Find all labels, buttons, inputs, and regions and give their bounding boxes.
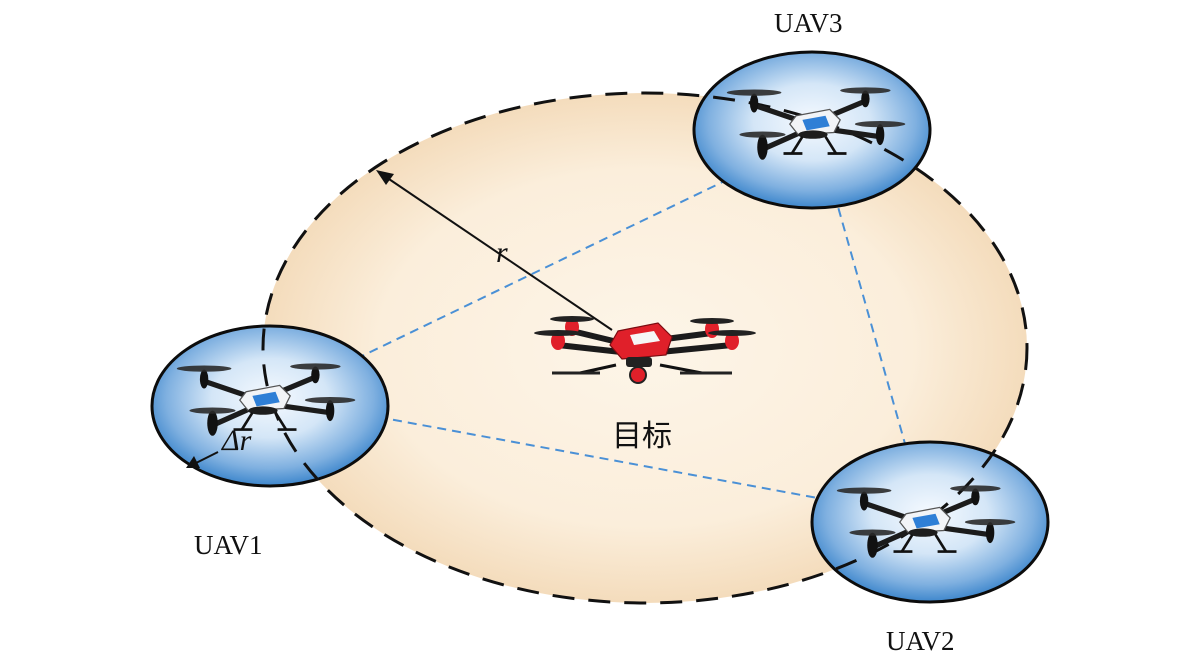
radius-arrow <box>376 170 613 331</box>
uav2-label: UAV2 <box>886 626 955 655</box>
uav3-label: UAV3 <box>774 8 843 38</box>
radius-label: r <box>496 236 508 269</box>
target-drone-icon <box>534 316 756 384</box>
target-label: 目标 <box>612 419 672 454</box>
uav1-label: UAV1 <box>194 530 263 560</box>
delta-radius-arrow <box>186 451 219 468</box>
orbit-boundary <box>261 91 1029 605</box>
delta-radius-label: Δr <box>221 424 252 457</box>
